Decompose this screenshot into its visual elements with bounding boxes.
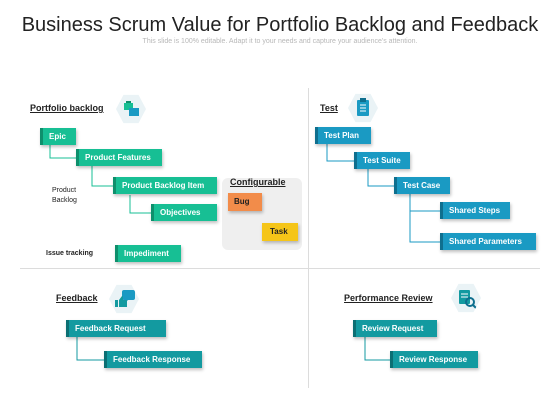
thumbs-up-chat-icon — [109, 284, 139, 314]
review-search-icon — [451, 283, 481, 313]
test-suite-box: Test Suite — [354, 152, 410, 169]
task-box: Task — [262, 223, 298, 241]
product-backlog-item-box: Product Backlog Item — [113, 177, 217, 194]
review-request-box: Review Request — [353, 320, 437, 337]
test-case-box: Test Case — [394, 177, 450, 194]
bug-box: Bug — [228, 193, 262, 211]
review-response-box: Review Response — [390, 351, 478, 368]
shared-parameters-box: Shared Parameters — [440, 233, 536, 250]
product-features-box: Product Features — [76, 149, 162, 166]
epic-box: Epic — [40, 128, 76, 145]
issue-tracking-note: Issue tracking — [46, 250, 94, 257]
performance-review-title: Performance Review — [344, 293, 433, 303]
vertical-divider — [308, 88, 309, 388]
objectives-box: Objectives — [151, 204, 217, 221]
shared-steps-box: Shared Steps — [440, 202, 510, 219]
feedback-request-box: Feedback Request — [66, 320, 166, 337]
configurable-title: Configurable — [230, 177, 286, 187]
feedback-response-box: Feedback Response — [104, 351, 202, 368]
impediment-box: Impediment — [115, 245, 181, 262]
page-title: Business Scrum Value for Portfolio Backl… — [21, 14, 539, 36]
horizontal-divider — [20, 268, 540, 269]
test-plan-box: Test Plan — [315, 127, 371, 144]
portfolio-backlog-title: Portfolio backlog — [30, 103, 104, 113]
page-subtitle: This slide is 100% editable. Adapt it to… — [142, 38, 418, 45]
product-backlog-note: Product Backlog — [52, 187, 77, 204]
feedback-title: Feedback — [56, 293, 98, 303]
test-title: Test — [320, 103, 338, 113]
